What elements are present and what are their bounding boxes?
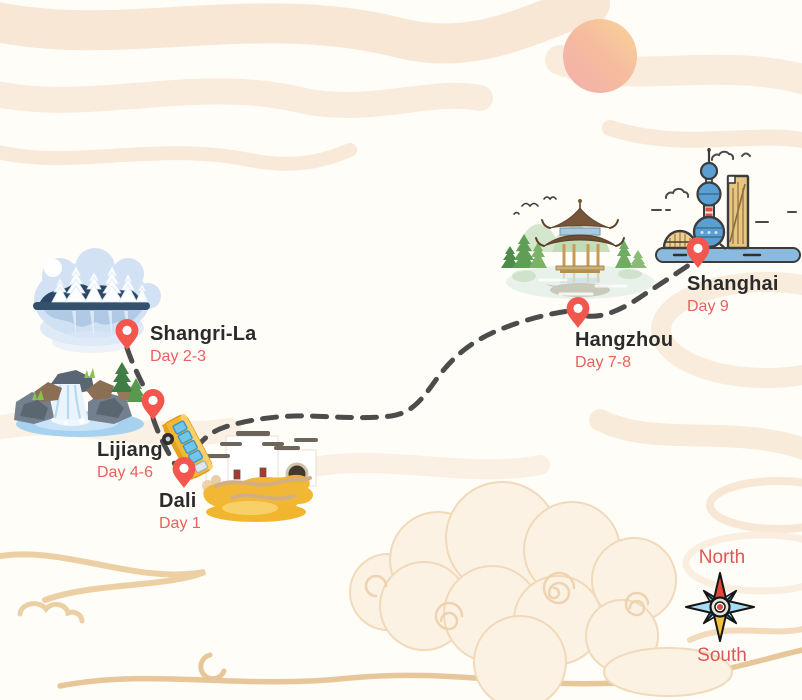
stop-label-shanghai: Shanghai Day 9	[687, 274, 779, 315]
outline-clouds	[651, 150, 797, 223]
pavilion-trees	[501, 234, 647, 268]
map-pins	[115, 237, 710, 488]
route-path	[124, 262, 692, 476]
city-name: Shanghai	[687, 273, 779, 295]
decor-cloud-curls	[364, 571, 650, 631]
city-name: Hangzhou	[575, 329, 674, 351]
stop-label-hangzhou: Hangzhou Day 7-8	[575, 330, 673, 371]
pavilion	[535, 199, 625, 273]
pin-shanghai[interactable]	[686, 237, 710, 268]
compass-south-label: South	[697, 645, 747, 666]
compass-north-label: North	[698, 547, 746, 568]
pin-dali[interactable]	[172, 457, 196, 488]
city-name: Shangri-La	[150, 323, 257, 345]
pin-shangri-la[interactable]	[115, 319, 139, 350]
illustration-waterfall	[14, 362, 146, 437]
city-name: Dali	[159, 490, 197, 512]
stop-label-dali: Dali Day 1	[159, 491, 201, 532]
skyscraper	[726, 174, 750, 250]
pin-hangzhou[interactable]	[566, 297, 590, 328]
city-days: Day 1	[159, 515, 201, 532]
city-name: Lijiang	[97, 439, 163, 461]
illustration-shangrila-lake	[33, 248, 161, 353]
illustration-hangzhou-pavilion	[501, 196, 654, 299]
pearl-tower	[689, 148, 727, 251]
snow-pines	[51, 265, 149, 303]
illustration-dali-village	[202, 431, 318, 522]
gable-roofs	[202, 431, 318, 458]
illustration-shanghai-skyline	[651, 148, 801, 263]
city-days: Day 2-3	[150, 348, 207, 365]
pine-tree	[111, 362, 133, 392]
sun-icon	[563, 19, 637, 93]
stop-label-lijiang: Lijiang Day 4-6	[97, 440, 163, 481]
decor-cloud	[349, 481, 733, 700]
city-days: Day 4-6	[97, 464, 154, 481]
compass-rose-icon	[685, 572, 755, 642]
stop-label-shangri-la: Shangri-La Day 2-3	[150, 324, 256, 365]
birds-icon	[513, 196, 557, 215]
pin-lijiang[interactable]	[141, 389, 165, 420]
city-days: Day 9	[687, 298, 729, 315]
city-days: Day 7-8	[575, 354, 632, 371]
